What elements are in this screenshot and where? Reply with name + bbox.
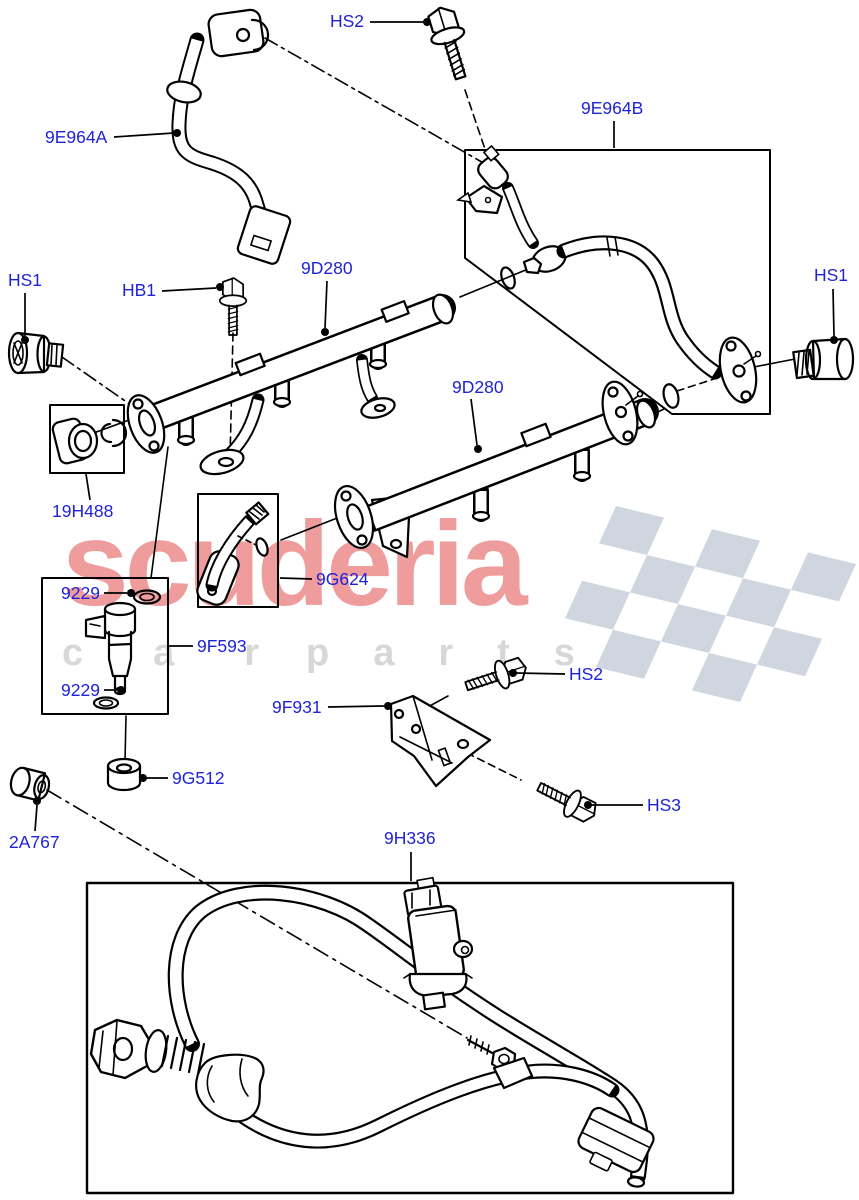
pipe-9g624 xyxy=(196,501,270,606)
part-boxes xyxy=(41,149,771,1195)
watermark-sub-text-right: parts xyxy=(306,632,619,674)
pipe-b-top-fitting xyxy=(477,156,509,190)
leader-dot-hs2-top xyxy=(423,18,431,26)
part-label-hs2-top: HS2 xyxy=(330,11,365,31)
hose-collar xyxy=(144,1029,168,1073)
leader-line-9g624 xyxy=(279,577,313,580)
rail1-saddle-clamp xyxy=(234,352,266,377)
part-label-9f931: 9F931 xyxy=(272,697,322,717)
part-label-9g624: 9G624 xyxy=(316,569,369,589)
watermark-sub-text-left: car xyxy=(62,632,330,674)
part-label-hs2-bottom: HS2 xyxy=(569,664,604,684)
leader-line-hs2-bottom xyxy=(515,672,566,675)
part-label-9h336: 9H336 xyxy=(384,828,436,848)
hose-clamp-sleeve xyxy=(577,1106,655,1174)
o-ring-upper xyxy=(500,266,516,290)
sensor-19h488 xyxy=(51,417,128,465)
hose-corrugation xyxy=(160,1034,206,1076)
seal-9229-top xyxy=(132,589,162,605)
pipe-clamp-ring xyxy=(166,80,202,104)
part-label-9d280-2: 9D280 xyxy=(452,377,504,397)
leader-line-9f931 xyxy=(327,705,385,708)
mounting-stud-and-nut xyxy=(466,1035,534,1090)
rail2-end-flange xyxy=(333,485,375,549)
part-label-9e964a: 9E964A xyxy=(45,127,108,147)
fuel-rail-1-9d280 xyxy=(126,293,456,476)
part-box-9h336 xyxy=(85,881,735,1195)
leader-dot-9229-top xyxy=(127,589,135,597)
rail2-u-clamp xyxy=(520,422,552,448)
leader-dot-hs3 xyxy=(584,801,592,809)
leader-dot-hb1 xyxy=(216,283,224,291)
leader-line-9d280-2 xyxy=(470,398,478,446)
seal-9229-bottom xyxy=(92,696,120,710)
leader-dot-9d280-1 xyxy=(321,328,329,336)
rail2-injector-ports xyxy=(471,443,592,522)
leader-dot-9d280-2 xyxy=(474,445,482,453)
rail2-end-cap xyxy=(635,399,657,429)
leader-line-hb1 xyxy=(161,287,217,292)
hose-junction-clamp xyxy=(195,1053,265,1123)
bracket-9f931 xyxy=(389,694,492,788)
hose-assembly-9h336 xyxy=(89,876,655,1188)
leader-dot-hs2-bottom xyxy=(509,669,517,677)
sensor-hs1-right xyxy=(792,337,855,381)
rail1-end-flange xyxy=(126,394,166,454)
part-label-9d280-1: 9D280 xyxy=(301,258,353,278)
vacuum-solenoid-valve xyxy=(403,876,474,1011)
injector-connector-tab xyxy=(84,614,107,640)
leader-line-19h488 xyxy=(85,473,91,501)
fuel-pipe-9e964b xyxy=(455,144,723,380)
leader-line-9e964a xyxy=(113,132,175,138)
snap-ring xyxy=(111,418,128,448)
part-label-9e964b: 9E964B xyxy=(581,98,644,118)
pipe-end-connector xyxy=(236,205,292,265)
pipe-b-fork-bracket xyxy=(464,184,504,215)
part-label-hs1-right: HS1 xyxy=(814,265,849,285)
quick-connect-fitting xyxy=(207,8,265,58)
bush-2a767 xyxy=(9,766,51,802)
rail1-end-cap xyxy=(431,293,455,325)
leader-dot-9g512 xyxy=(139,774,147,782)
leader-dot-9e964a xyxy=(173,129,181,137)
part-box-9g624 xyxy=(197,493,279,608)
part-box-9f593 xyxy=(41,577,169,715)
leader-dot-9f931 xyxy=(384,702,392,710)
valve-flange-right xyxy=(662,336,762,409)
part-label-9g512: 9G512 xyxy=(172,768,225,788)
fuel-rail-2-9d280 xyxy=(333,380,659,559)
leader-line-2a767 xyxy=(34,804,38,832)
watermark-brand-text: scuderia xyxy=(62,497,528,631)
part-label-19h488: 19H488 xyxy=(52,501,114,521)
leader-dot-9229-bottom xyxy=(117,686,125,694)
part-label-hs3: HS3 xyxy=(647,795,682,815)
part-label-hb1: HB1 xyxy=(122,280,157,300)
leader-line-9d280-1 xyxy=(324,280,328,329)
rail1-mounting-legs xyxy=(199,354,396,476)
assembly-axis-lines xyxy=(46,37,796,1039)
grommet-9g512 xyxy=(106,757,142,792)
part-label-hs1-left: HS1 xyxy=(8,270,43,290)
part-label-9f593: 9F593 xyxy=(197,636,247,656)
part-label-9229-top: 9229 xyxy=(61,583,100,603)
part-box-9e964b xyxy=(464,149,771,415)
o-ring-lower xyxy=(662,383,680,409)
leader-dot-2a767 xyxy=(33,797,41,805)
leader-dot-hs1-right xyxy=(830,336,838,344)
hose-end-tip xyxy=(626,1176,646,1188)
part-label-9229-bottom: 9229 xyxy=(61,680,100,700)
rail1-saddle-clamp-2 xyxy=(380,299,410,323)
part-label-2a767: 2A767 xyxy=(9,832,60,852)
leader-dot-hs1-left xyxy=(21,336,29,344)
rail2-sensor-flange xyxy=(601,380,639,446)
leader-line-hs1-right xyxy=(832,288,835,337)
fuel-pipe-9e964a xyxy=(166,8,292,265)
